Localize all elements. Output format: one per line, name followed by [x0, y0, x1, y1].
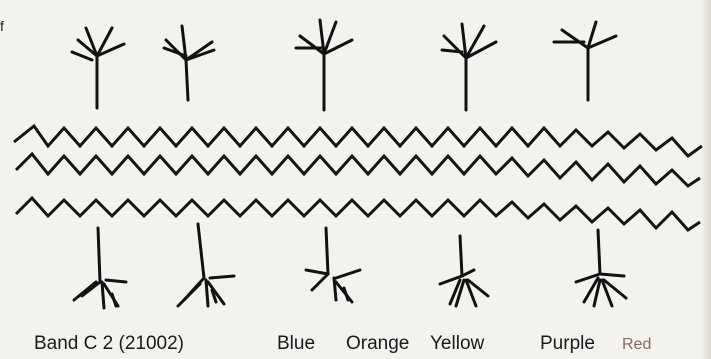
- bottom-glyph-1: [74, 228, 126, 308]
- bottom-glyph-4: [440, 236, 488, 306]
- bottom-glyph-2: [178, 224, 234, 306]
- label-orange: Orange: [346, 334, 409, 353]
- top-glyph-5: [554, 22, 616, 100]
- top-glyph-2: [164, 26, 214, 100]
- label-blue: Blue: [277, 334, 315, 353]
- zigzag-line-1: [14, 126, 702, 156]
- label-yellow: Yellow: [430, 334, 484, 353]
- label-band-c2: Band C 2 (21002): [34, 334, 184, 353]
- top-glyph-4: [442, 24, 496, 110]
- page-edge-shadow: [701, 0, 711, 359]
- zigzag-bands: [14, 126, 702, 230]
- zigzag-line-3: [16, 198, 700, 230]
- top-glyph-3: [296, 20, 352, 110]
- bottom-glyph-3: [306, 228, 360, 302]
- zigzag-line-2: [16, 154, 700, 186]
- label-red: Red: [622, 337, 651, 353]
- bottom-glyph-5: [576, 230, 626, 306]
- top-glyph-1: [72, 28, 124, 108]
- corner-mark: f: [0, 18, 4, 34]
- label-purple: Purple: [540, 334, 595, 353]
